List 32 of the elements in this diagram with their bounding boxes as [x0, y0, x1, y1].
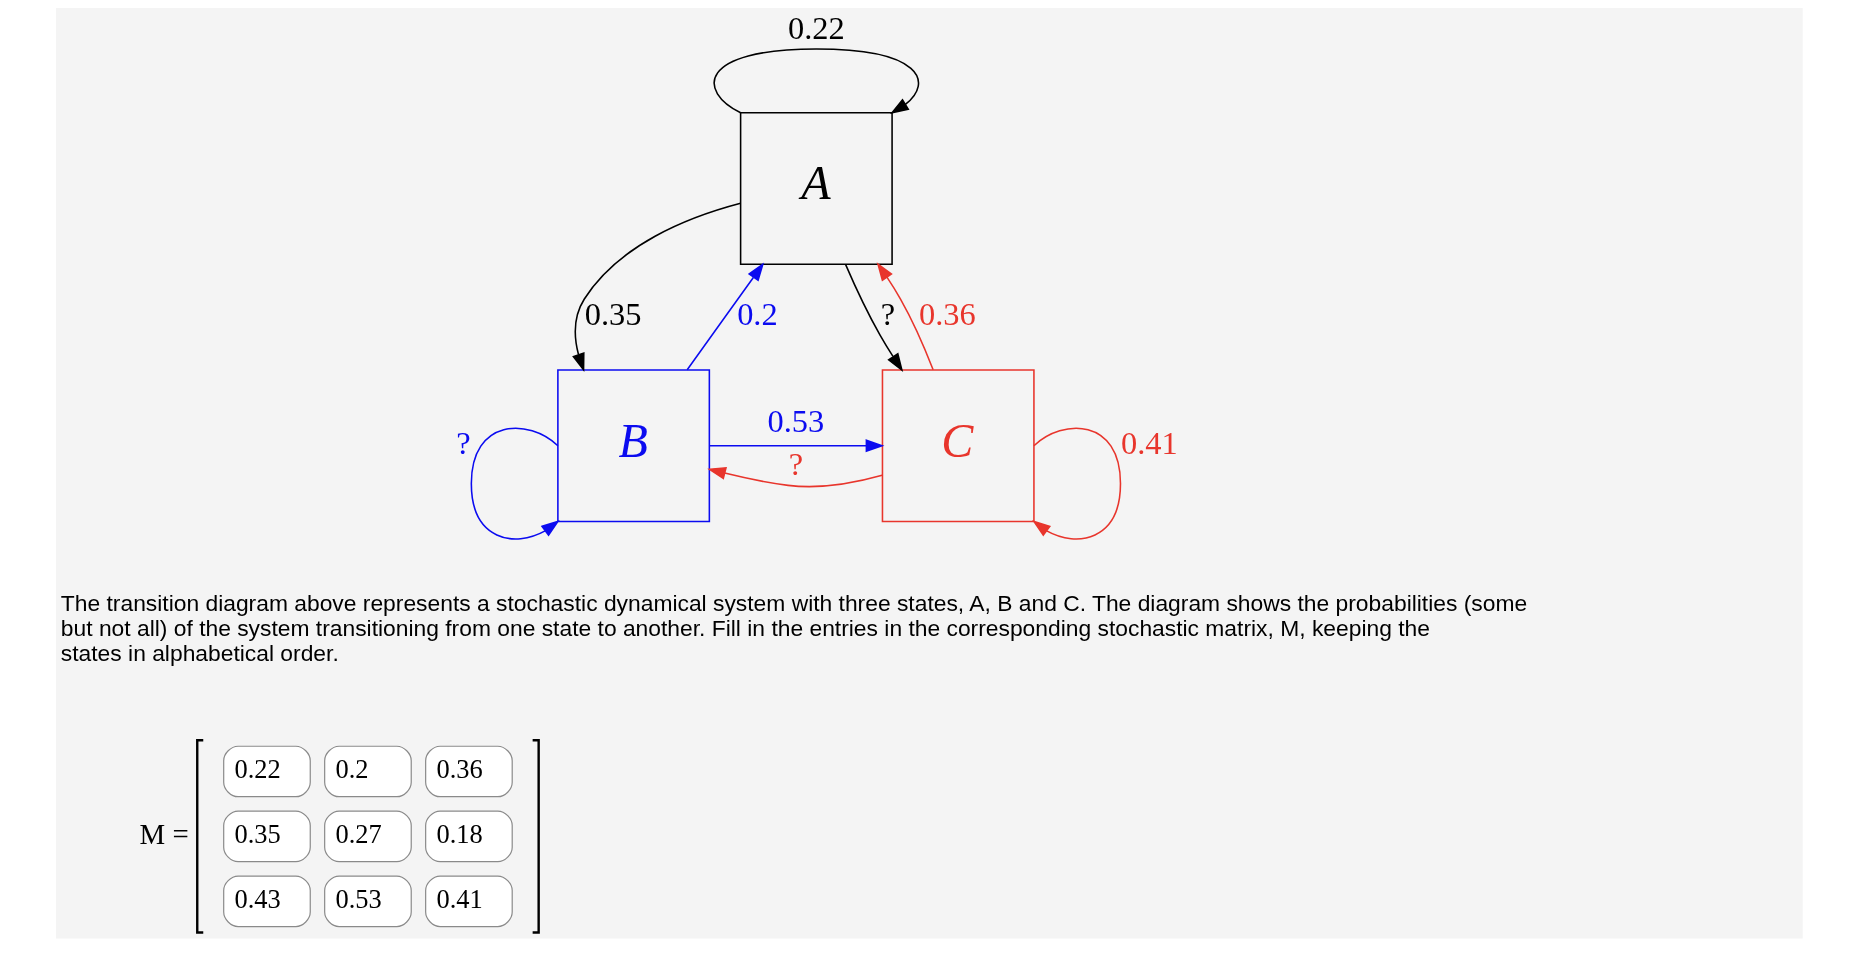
edge-label: 0.22 [787, 9, 845, 46]
edge-label: 0.53 [767, 402, 825, 439]
edge-label: ? [880, 296, 896, 332]
label: M = [139, 817, 189, 850]
arrow [470, 427, 560, 540]
node-box: A [739, 111, 893, 265]
edge-label: ? [456, 424, 471, 461]
arrow [572, 202, 742, 372]
arrow [844, 263, 904, 372]
label: The transition diagram above represents a stochastic dynamical system with three states, A, B and C. The diagram shows the probabilities (some but not all) of the system transitioning from one state to another. Fill in the entries in the corresponding stochastic matrix, M, keeping the states in alphabetical order. [60, 589, 1528, 667]
arrow [1032, 427, 1122, 540]
label: 0.2 [335, 754, 369, 785]
edge-label: 0.35 [584, 296, 642, 332]
label: 0.43 [234, 884, 281, 915]
label: 0.18 [436, 819, 483, 850]
arrow [707, 466, 883, 488]
edge-label: 0.36 [918, 296, 976, 332]
edge-label: ? [788, 446, 804, 483]
label: 0.22 [234, 754, 281, 785]
arrow [708, 439, 885, 453]
label: 0.36 [436, 754, 483, 785]
arrow [876, 262, 934, 371]
arrow [713, 48, 919, 114]
edge-label: 0.2 [737, 296, 778, 332]
arrow [686, 262, 765, 371]
node-box: C [881, 369, 1035, 523]
label: 0.41 [436, 884, 483, 915]
node-box: B [557, 369, 711, 523]
label: 0.35 [234, 819, 281, 850]
label: 0.27 [335, 819, 382, 850]
label: 0.53 [335, 884, 382, 915]
edge-label: 0.41 [1120, 424, 1178, 461]
